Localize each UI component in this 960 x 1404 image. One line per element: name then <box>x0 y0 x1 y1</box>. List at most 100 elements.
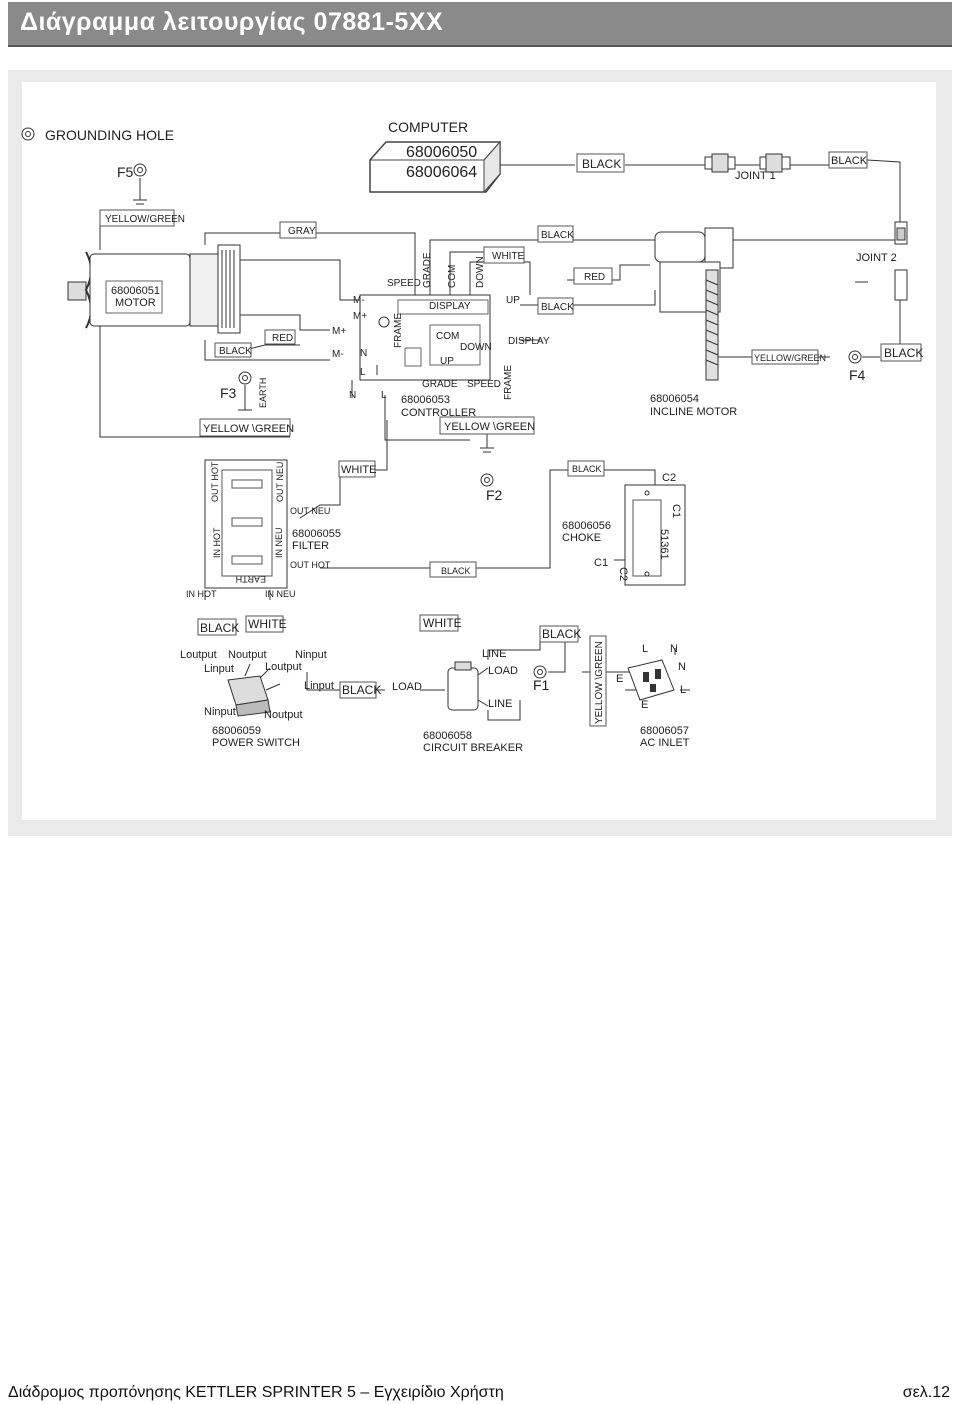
joint-1-label: JOINT 1 <box>735 170 776 182</box>
wire-tag-yellow-green-ctrl <box>439 416 535 435</box>
ctrl-grade-bottom: GRADE <box>422 379 458 390</box>
wire-tag-black-load <box>339 681 377 699</box>
wire-tag-black-choke <box>567 460 605 477</box>
choke-drawing <box>624 484 686 586</box>
wire-tag-black-2 <box>537 225 574 243</box>
ctrl-down-label: DOWN <box>475 256 486 288</box>
grounding-hole-label: GROUNDING HOLE <box>45 127 174 143</box>
diagram-canvas <box>22 82 936 820</box>
switch-linput: Linput <box>204 663 234 675</box>
header-bar: Διάγραμμα λειτουργίας 07881-5XX <box>8 2 952 47</box>
motor-name: MOTOR <box>115 297 156 309</box>
ground-f5-icon <box>133 163 147 177</box>
ground-f2-icon <box>480 473 494 487</box>
inlet-n-top: N <box>670 643 678 655</box>
wire-tag-gray-text: GRAY <box>288 226 316 237</box>
filter-out-hot: OUT HOT <box>210 461 220 502</box>
ac-inlet-drawing <box>627 659 675 701</box>
diagram-frame <box>8 70 952 836</box>
computer-part-2: 68006064 <box>406 164 477 181</box>
wire-tag-white-breaker <box>419 614 459 632</box>
f3-earth-label: EARTH <box>258 378 268 408</box>
ctrl-grade-label: GRADE <box>422 252 433 288</box>
switch-load-label: LOAD <box>392 681 422 693</box>
breaker-name: CIRCUIT BREAKER <box>423 742 523 754</box>
wire-tag-white <box>483 246 525 264</box>
wire-tag-black-switch <box>197 618 237 636</box>
f4-label: F4 <box>849 367 866 383</box>
power-switch-drawing <box>227 663 281 717</box>
wire-tag-yellow-green-ctrl-text: YELLOW \GREEN <box>444 421 535 433</box>
choke-c1-bottom: C1 <box>594 557 608 569</box>
wire-tag-black-3 <box>537 297 574 315</box>
wire-tag-white-filter <box>338 460 376 478</box>
wire-tag-black-load-text: BLACK <box>342 683 381 697</box>
wire-tag-black-4 <box>214 342 252 358</box>
wire-tag-white-switch-text: WHITE <box>248 617 287 631</box>
wire-tag-black-f1 <box>539 625 579 643</box>
inlet-e-left: E <box>616 673 623 685</box>
joint-2-label: JOINT 2 <box>856 252 897 264</box>
incline-motor-name: INCLINE MOTOR <box>650 406 737 418</box>
power-switch-code: 68006059 <box>212 725 261 737</box>
grounding-hole-icon <box>21 127 35 141</box>
inlet-l-top: L <box>642 643 648 655</box>
wire-tag-black-4-text: BLACK <box>219 346 252 357</box>
wire-tag-red-2 <box>264 329 296 345</box>
footer-page-number: σελ.12 <box>902 1384 950 1401</box>
wire-tag-black-switch-text: BLACK <box>200 621 239 635</box>
choke-c1-side: C1 <box>670 504 682 518</box>
filter-in-hot: IN HOT <box>212 527 222 558</box>
filter-drawing <box>204 459 288 589</box>
computer-title: COMPUTER <box>388 119 468 135</box>
wire-tag-yellow-green-f3-text: YELLOW \GREEN <box>203 423 294 435</box>
computer-part-1: 68006050 <box>406 144 477 161</box>
page-footer: Διάδρομος προπόνησης KETTLER SPRINTER 5 … <box>8 1384 952 1402</box>
ctrl-speed-label: SPEED <box>387 278 421 289</box>
wire-tag-yellow-green-right <box>751 349 819 365</box>
wire-tag-yellow-green-f1 <box>589 635 607 727</box>
wire-tag-black-2-text: BLACK <box>541 230 574 241</box>
ctrl-frame-right: FRAME <box>503 365 514 400</box>
footer-document-title: Διάδρομος προπόνησης KETTLER SPRINTER 5 … <box>8 1384 504 1401</box>
f3-label: F3 <box>220 385 237 401</box>
ctrl-up-label: UP <box>506 295 520 306</box>
breaker-line-bottom: LINE <box>488 698 512 710</box>
ctrl-n-label: N <box>360 348 367 359</box>
switch-linput-2: Linput <box>304 680 334 692</box>
wire-tag-black-choke-text: BLACK <box>572 464 602 474</box>
filter-in-neu: IN NEU <box>274 527 284 558</box>
ground-f4-icon <box>848 350 862 364</box>
switch-loutput-2: Loutput <box>265 661 302 673</box>
breaker-line-top: LINE <box>482 648 506 660</box>
wire-tag-black-filter <box>429 561 477 578</box>
breaker-load: LOAD <box>488 665 518 677</box>
motor-m-plus: M+ <box>332 326 346 337</box>
motor-code: 68006051 <box>111 285 160 297</box>
filter-in-neu-2: IN NEU <box>265 589 296 599</box>
ctrl-frame-label: FRAME <box>393 313 404 348</box>
inlet-e-bottom: E <box>641 699 648 711</box>
motor-label-box <box>105 280 163 314</box>
f2-label: F2 <box>486 487 503 503</box>
ctrl-up-inner: UP <box>440 356 454 367</box>
choke-c2-top: C2 <box>662 472 676 484</box>
circuit-breaker-drawing <box>447 661 489 711</box>
motor-m-minus: M- <box>332 349 344 360</box>
ctrl-display-label: DISPLAY <box>429 301 471 312</box>
wire-tag-white-text: WHITE <box>492 251 525 262</box>
switch-ninput-top: Ninput <box>295 649 327 661</box>
controller-name: CONTROLLER <box>401 407 476 419</box>
wire-tag-red-text: RED <box>584 272 605 283</box>
switch-noutput-2: Noutput <box>264 709 303 721</box>
ctrl-speed-bottom: SPEED <box>467 379 501 390</box>
wire-tag-yellow-green-f3 <box>199 418 291 437</box>
wire-tag-red-2-text: RED <box>272 333 293 344</box>
ctrl-l-label: L <box>360 367 366 378</box>
power-switch-name: POWER SWITCH <box>212 737 300 749</box>
ctrl-down-inner: DOWN <box>460 342 492 353</box>
ctrl-n-out: N <box>349 390 356 401</box>
choke-name: CHOKE <box>562 532 601 544</box>
filter-name: FILTER <box>292 540 329 552</box>
